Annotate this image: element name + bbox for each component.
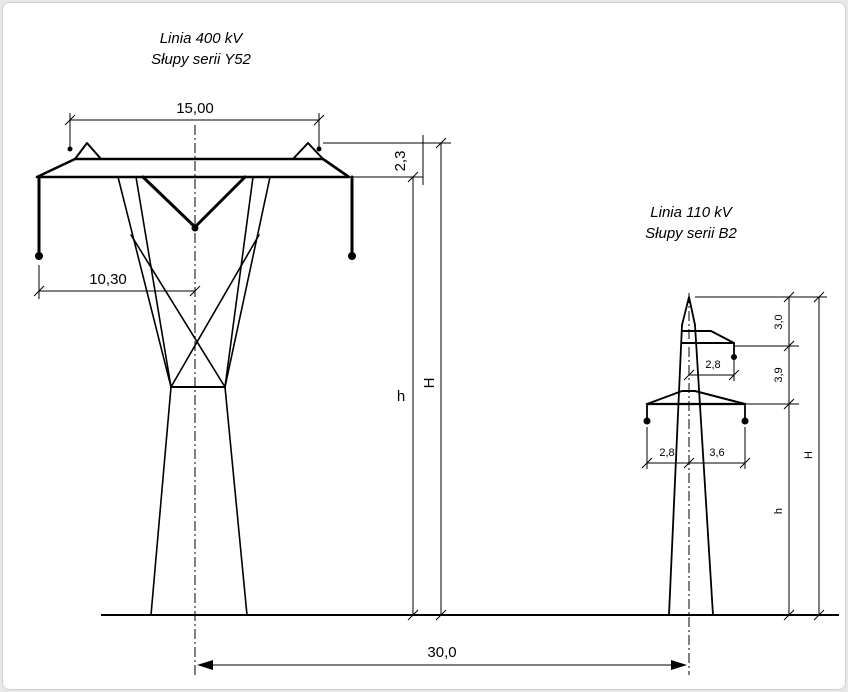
dim-top-height: 2,3 xyxy=(392,151,409,172)
dim-H-110: H xyxy=(803,451,815,459)
dim-H-400: H xyxy=(421,378,438,389)
dim-crossarm-width: 15,00 xyxy=(176,100,214,117)
tower-110kv xyxy=(645,296,747,616)
dim-half-width: 10,30 xyxy=(89,271,127,288)
insulator-v-center xyxy=(141,175,247,229)
upper-arm-110 xyxy=(681,330,735,344)
dim-110-top: 3,0 xyxy=(773,314,785,329)
conductor-400-right xyxy=(348,252,356,260)
title-400-line: Linia 400 kV xyxy=(160,30,245,47)
conductor-110-right xyxy=(741,417,749,425)
spacing-dimension xyxy=(197,660,687,670)
title-400-series: Słupy serii Y52 xyxy=(151,51,251,68)
conductor-110-left xyxy=(643,417,651,425)
lower-arm-110 xyxy=(646,390,746,405)
title-110-series: Słupy serii B2 xyxy=(645,225,737,242)
earth-wire-peak-right xyxy=(292,142,324,160)
dim-tower-spacing: 30,0 xyxy=(427,644,456,661)
conductor-110-upper xyxy=(731,354,737,360)
tower-400kv xyxy=(35,142,354,616)
crossarm-400 xyxy=(35,157,351,179)
dim-110-arm-left: 2,8 xyxy=(659,447,674,459)
dimensions-110 xyxy=(641,291,827,621)
title-110-line: Linia 110 kV xyxy=(650,204,733,221)
dimensions-400 xyxy=(33,113,451,621)
dim-h-110: h xyxy=(773,508,785,514)
dim-110-arm-right: 3,6 xyxy=(709,447,724,459)
dim-h-400: h xyxy=(397,388,405,405)
dim-110-arm-upper: 2,8 xyxy=(705,359,720,371)
conductor-400-left xyxy=(35,252,43,260)
earth-wire-peak-left xyxy=(74,142,102,160)
dim-110-mid: 3,9 xyxy=(773,367,785,382)
tower-diagram: Linia 400 kV Słupy serii Y52 15,00 10,30… xyxy=(33,30,839,675)
